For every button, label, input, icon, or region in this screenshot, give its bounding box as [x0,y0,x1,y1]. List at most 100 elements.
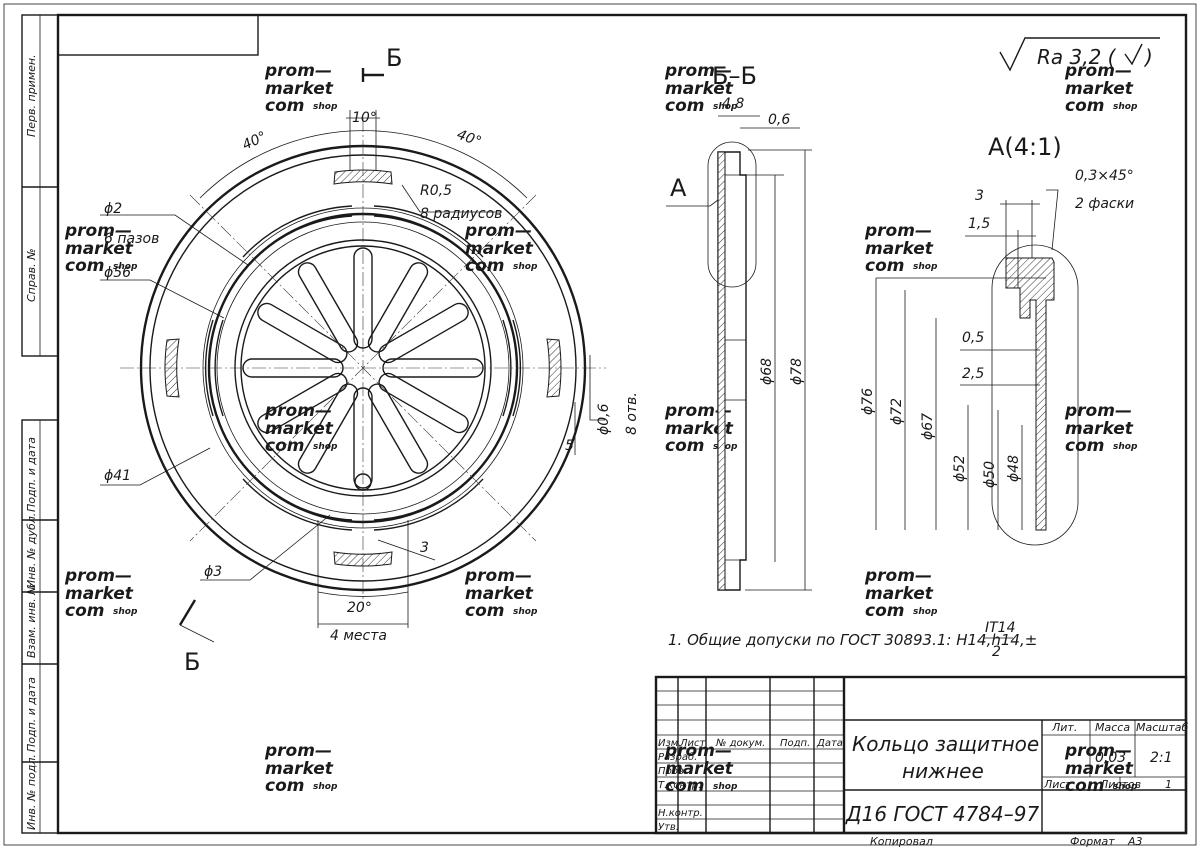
main-view: Б Б 10° 40° 40° R0,5 8 радиусов ϕ2 6 паз… [100,44,640,676]
svg-text:com: com [665,436,704,456]
watermark: prom— market com shop [864,566,938,621]
sheets-count: 1 [1165,778,1172,791]
scale-value: 2:1 [1150,750,1173,766]
svg-text:com: com [65,601,104,621]
holes-note: 8 отв. [624,392,640,435]
svg-text:prom—: prom— [1064,401,1132,421]
sidebar-label: Инв. № дубл. [25,513,38,588]
dim-d41: ϕ41 [104,468,131,484]
section-title: Б–Б [712,62,757,90]
detail-letter: А [670,174,687,202]
title-block: Изм. Лист № докум. Подп. Дата Разраб. Пр… [654,675,1188,848]
svg-text:shop: shop [1113,102,1138,112]
dim-40deg-right: 40° [455,127,484,151]
svg-text:com: com [665,96,704,116]
svg-text:market: market [65,239,134,259]
dim-d2: ϕ2 [104,201,122,217]
col-lit: Лит. [1051,721,1077,734]
svg-text:prom—: prom— [864,221,932,241]
cut-letter-bottom: Б [184,648,200,676]
sidebar-label: Подп. и дата [25,437,38,512]
svg-text:shop: shop [913,607,938,617]
dim-d50: ϕ50 [982,461,998,488]
svg-text:shop: shop [113,262,138,272]
dim-2-5: 2,5 [962,366,984,382]
svg-text:com: com [865,601,904,621]
svg-text:shop: shop [513,607,538,617]
dim-3: 3 [420,540,429,556]
slots-note: 6 пазов [104,231,159,247]
svg-text:shop: shop [913,262,938,272]
svg-text:prom—: prom— [264,741,332,761]
svg-text:prom—: prom— [464,566,532,586]
svg-text:shop: shop [713,102,738,112]
tb-role: Утв. [658,822,679,833]
dim-d67: ϕ67 [920,413,936,440]
svg-text:prom—: prom— [664,741,732,761]
svg-text:prom—: prom— [464,221,532,241]
svg-text:shop: shop [313,442,338,452]
dim-1-5: 1,5 [968,216,990,232]
sidebar-label: Взам. инв. № [25,583,38,658]
svg-text:prom—: prom— [1064,61,1132,81]
svg-text:market: market [665,759,734,779]
svg-text:market: market [1065,79,1134,99]
copied-label: Копировал [870,835,933,848]
dim-20deg: 20° [347,600,372,616]
col-mass: Масса [1095,721,1130,734]
tb-role: Н.контр. [658,808,703,819]
dim-3-detail: 3 [975,188,984,204]
sidebar-label: Инв. № подл. [25,754,38,830]
dim-40deg-left: 40° [240,129,269,154]
dim-10deg: 10° [352,110,377,126]
svg-text:market: market [665,79,734,99]
svg-text:prom—: prom— [264,61,332,81]
dim-d76: ϕ76 [860,388,876,415]
detail-view: А(4:1) 0,3×45° 2 фаски 3 1,5 0,5 2,5 ϕ76… [860,133,1134,546]
note-frac-den: 2 [992,644,1001,660]
svg-text:market: market [665,419,734,439]
tb-role: Разраб. [658,751,697,763]
tb-header: Подп. [780,738,810,749]
dim-5: 5 [565,438,574,454]
watermark: prom— market com shop [64,566,138,621]
section-view: Б–Б 4,8 0,6 А ϕ68 ϕ78 [666,62,812,591]
svg-text:market: market [265,419,334,439]
dim-4-8: 4,8 [722,96,744,112]
watermark: prom— market com shop [1064,401,1138,456]
svg-text:shop: shop [113,607,138,617]
svg-text:prom—: prom— [664,61,732,81]
places-note: 4 места [330,628,387,644]
svg-text:market: market [1065,759,1134,779]
svg-text:market: market [465,239,534,259]
dim-d68: ϕ68 [759,358,775,385]
tb-role: Т.контр. [658,780,701,791]
dim-chamfer: 0,3×45° [1075,168,1134,184]
dim-d78: ϕ78 [789,358,805,385]
tb-header: Лист [679,738,707,749]
svg-text:market: market [265,79,334,99]
sheets-label: Листов [1099,778,1141,791]
material: Д16 ГОСТ 4784–97 [845,802,1039,826]
dim-d56: ϕ56 [104,265,131,281]
watermark: prom— market com shop [864,221,938,276]
format-label: Формат [1070,835,1115,848]
tb-header: Изм. [658,738,682,749]
dim-d48: ϕ48 [1006,455,1022,482]
tb-header: Дата [816,738,843,749]
svg-text:com: com [265,776,304,796]
dim-d3: ϕ3 [204,564,222,580]
watermark: prom— market com shop [1064,61,1138,116]
dim-0-5: 0,5 [962,330,984,346]
sidebar-label: Перв. примен. [25,54,38,137]
dim-r05: R0,5 [420,183,452,199]
svg-text:prom—: prom— [64,221,132,241]
svg-text:market: market [65,584,134,604]
svg-text:prom—: prom— [664,401,732,421]
radii-note: 8 радиусов [420,206,502,222]
col-scale: Масштаб [1136,721,1188,734]
svg-text:shop: shop [1113,782,1138,792]
svg-text:market: market [1065,419,1134,439]
note-frac-num: IT14 [985,620,1016,636]
note-text: 1. Общие допуски по ГОСТ 30893.1: H14,h1… [668,631,1037,649]
